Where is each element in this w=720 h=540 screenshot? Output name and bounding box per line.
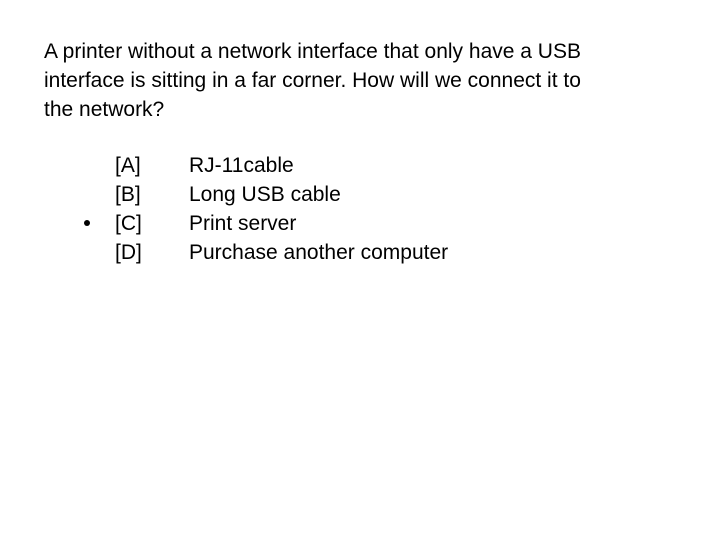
option-text: RJ-11cable (189, 154, 294, 177)
option-letter: [A] (115, 154, 141, 177)
bullet-dot-icon (84, 220, 90, 226)
option-text: Purchase another computer (189, 241, 449, 264)
answer-options-list: [A] RJ-11cable [B] Long USB cable [C] Pr… (0, 151, 720, 267)
option-text: Print server (189, 212, 297, 235)
option-text: Long USB cable (189, 183, 341, 206)
option-letter: [B] (115, 183, 141, 206)
option-letter: [D] (115, 241, 142, 264)
option-a: [A] RJ-11cable (0, 151, 720, 180)
option-letter: [C] (115, 212, 142, 235)
option-b: [B] Long USB cable (0, 180, 720, 209)
option-c: [C] Print server (0, 209, 720, 238)
option-d: [D] Purchase another computer (0, 238, 720, 267)
question-text: A printer without a network interface th… (44, 40, 581, 121)
